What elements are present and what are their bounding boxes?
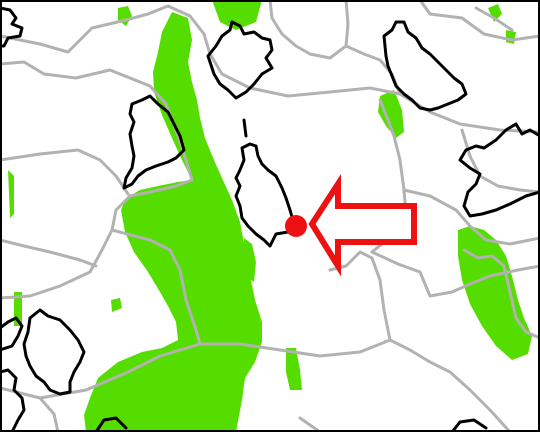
boundary-line (460, 128, 540, 194)
green-area-west-edge (8, 170, 14, 218)
urban-area-southwest (22, 308, 86, 396)
urban-area-southeast (450, 418, 488, 432)
boundary-line (0, 250, 392, 400)
green-areas-layer (8, 0, 532, 432)
boundary-line (0, 238, 98, 268)
boundary-line (0, 12, 150, 54)
green-area-small-west (111, 298, 122, 312)
urban-area-east (458, 122, 540, 218)
green-area-north-east (378, 90, 404, 138)
boundary-line (402, 188, 540, 246)
arrow-left-icon (308, 173, 417, 277)
boundary-line (0, 148, 130, 196)
urban-area-northeast (382, 20, 468, 112)
green-area-top-right (488, 4, 502, 22)
urban-areas-layer (0, 6, 540, 432)
boundary-line (146, 4, 540, 134)
green-area-main (84, 12, 262, 432)
boundary-line (268, 0, 350, 60)
green-area-top (212, 0, 262, 30)
urban-area-south (94, 416, 128, 432)
location-dot-icon[interactable] (285, 215, 307, 237)
boundary-line (388, 338, 512, 432)
boundary-line (418, 0, 540, 42)
boundary-line (462, 248, 540, 340)
green-area-right-edge (506, 30, 516, 44)
green-area-south-mid (286, 348, 302, 390)
urban-area-north (206, 20, 274, 100)
urban-area-central-stub (242, 118, 248, 138)
green-area-top-left (118, 6, 132, 26)
boundary-line (474, 6, 514, 32)
urban-area-bottom-left (0, 368, 26, 432)
urban-area-northwest (0, 6, 24, 48)
boundary-line (344, 44, 402, 96)
boundary-line (38, 396, 60, 432)
boundary-line (370, 250, 540, 298)
urban-area-west (122, 94, 186, 190)
green-area-east (458, 226, 532, 360)
urban-area-central (234, 142, 296, 248)
boundary-line (0, 60, 168, 106)
urban-area-far-west (0, 316, 24, 352)
boundary-line (110, 228, 202, 346)
boundary-line (0, 102, 194, 300)
boundary-line (298, 416, 322, 432)
green-area-narrow (244, 238, 256, 282)
